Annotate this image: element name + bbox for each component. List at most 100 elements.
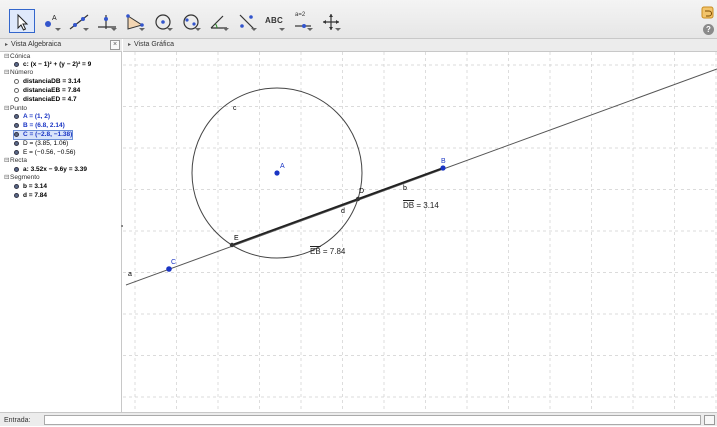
label-c-point: C: [171, 259, 177, 266]
category-punto[interactable]: ⊟Punto: [4, 105, 27, 112]
category-conica[interactable]: ⊟Cónica: [4, 53, 31, 60]
view-splitter[interactable]: [121, 225, 123, 227]
svg-text:A: A: [52, 15, 57, 22]
list-item[interactable]: A = (1, 2): [14, 113, 50, 121]
list-item[interactable]: a: 3.52x − 9.6y = 3.39: [14, 166, 87, 174]
slider-tool-label: a=2: [295, 12, 306, 18]
list-item[interactable]: distanciaED = 4.7: [14, 96, 77, 104]
undo-icon[interactable]: [701, 4, 715, 20]
segment-b[interactable]: [357, 167, 444, 200]
slider-tool-button[interactable]: a=2: [289, 9, 315, 33]
perpendicular-icon: [98, 15, 116, 29]
circle-c[interactable]: [191, 87, 363, 259]
dropdown-triangle-icon: [307, 28, 313, 31]
point-icon: A: [45, 15, 57, 27]
polygon-icon: [126, 14, 144, 30]
dropdown-triangle-icon: [83, 28, 89, 31]
point-c[interactable]: [166, 266, 172, 272]
collapse-icon: ⊟: [4, 174, 10, 181]
visibility-toggle-icon[interactable]: [14, 78, 19, 84]
point-a[interactable]: [274, 170, 280, 176]
ellipse-tool-button[interactable]: [177, 9, 203, 33]
list-item[interactable]: B = (6.8, 2.14): [14, 122, 65, 130]
angle-tool-button[interactable]: [205, 9, 231, 33]
line-a[interactable]: [125, 68, 717, 286]
category-numero[interactable]: ⊟Número: [4, 69, 34, 76]
point-d[interactable]: [355, 196, 361, 202]
distance-eb-label: EB = 7.84: [310, 247, 346, 256]
label-d-point: D: [359, 188, 365, 195]
point-tool-button[interactable]: A: [37, 9, 63, 33]
toolbar: A ABC a=2 ?: [0, 0, 717, 39]
list-item[interactable]: distanciaEB = 7.84: [14, 87, 80, 95]
move-view-icon: [323, 14, 339, 30]
grid: [123, 52, 717, 412]
dropdown-triangle-icon: [251, 28, 257, 31]
list-item[interactable]: D = (3.85, 1.06): [14, 140, 68, 148]
dropdown-triangle-icon: [195, 28, 201, 31]
cursor-arrow-icon: [17, 13, 29, 31]
dropdown-triangle-icon: [279, 28, 285, 31]
visibility-toggle-icon[interactable]: [14, 87, 19, 93]
segment-d[interactable]: [231, 198, 359, 246]
visibility-toggle-icon[interactable]: [14, 113, 19, 119]
visibility-toggle-icon[interactable]: [14, 183, 19, 189]
visibility-toggle-icon[interactable]: [14, 140, 19, 146]
visibility-toggle-icon[interactable]: [14, 96, 19, 102]
dropdown-triangle-icon: [111, 28, 117, 31]
visibility-toggle-icon[interactable]: [14, 131, 19, 137]
dropdown-triangle-icon: [139, 28, 145, 31]
input-help-button[interactable]: [704, 415, 715, 425]
visibility-toggle-icon[interactable]: [14, 166, 19, 172]
graphics-canvas[interactable]: [123, 52, 717, 412]
collapse-icon: ⊟: [4, 105, 10, 112]
label-b-point: B: [441, 158, 446, 165]
list-item[interactable]: E = (−0.56, −0.56): [14, 149, 76, 157]
collapse-icon: ⊟: [4, 69, 10, 76]
line-tool-button[interactable]: [65, 9, 91, 33]
move-view-tool-button[interactable]: [317, 9, 343, 33]
close-view-button[interactable]: ×: [110, 40, 120, 50]
slider-icon: [295, 24, 311, 28]
conic-icon: [183, 14, 199, 30]
list-item[interactable]: b = 3.14: [14, 183, 47, 191]
reflect-tool-button[interactable]: [233, 9, 259, 33]
input-bar: Entrada:: [0, 412, 717, 426]
visibility-toggle-icon[interactable]: [14, 149, 19, 155]
dropdown-triangle-icon: [223, 28, 229, 31]
list-item[interactable]: d = 7.84: [14, 192, 47, 200]
visibility-toggle-icon[interactable]: [14, 192, 19, 198]
category-segmento[interactable]: ⊟Segmento: [4, 174, 40, 181]
circle-tool-button[interactable]: [149, 9, 175, 33]
label-segment-d: d: [341, 208, 345, 215]
graphics-view[interactable]: c A B C D E a b d DB = 3.14 EB = 7.84: [123, 52, 717, 412]
line-icon: [69, 14, 89, 30]
visibility-toggle-icon[interactable]: [14, 61, 19, 67]
list-item[interactable]: distanciaDB = 3.14: [14, 78, 81, 86]
perpendicular-tool-button[interactable]: [93, 9, 119, 33]
point-e[interactable]: [229, 242, 235, 248]
graphics-view-title: Vista Gráfica: [134, 41, 174, 48]
dropdown-triangle-icon: [55, 28, 61, 31]
reflect-icon: [239, 14, 255, 30]
list-item[interactable]: c: (x − 1)² + (y − 2)² = 9: [14, 61, 91, 69]
point-b[interactable]: [440, 165, 446, 171]
label-c: c: [233, 105, 237, 112]
category-recta[interactable]: ⊟Recta: [4, 157, 27, 164]
algebra-view: ⊟Cónica c: (x − 1)² + (y − 2)² = 9 ⊟Núme…: [0, 52, 122, 412]
visibility-toggle-icon[interactable]: [14, 122, 19, 128]
list-item-selected[interactable]: C = (−2.8, −1.38): [12, 130, 74, 140]
label-line-a: a: [128, 271, 132, 278]
text-tool-button[interactable]: ABC: [261, 9, 287, 33]
text-tool-label: ABC: [265, 16, 283, 25]
help-icon[interactable]: ?: [703, 24, 714, 35]
polygon-tool-button[interactable]: [121, 9, 147, 33]
input-field[interactable]: [44, 415, 701, 425]
algebra-view-title: Vista Algebraica: [11, 41, 62, 48]
graphics-view-header: ▸Vista Gráfica: [123, 39, 717, 52]
algebra-view-header: ▸Vista Algebraica ×: [0, 39, 122, 52]
collapse-icon: ⊟: [4, 157, 10, 164]
collapse-arrow-icon[interactable]: ▸: [5, 42, 9, 48]
collapse-arrow-icon[interactable]: ▸: [128, 42, 132, 48]
move-tool-button[interactable]: [9, 9, 35, 33]
